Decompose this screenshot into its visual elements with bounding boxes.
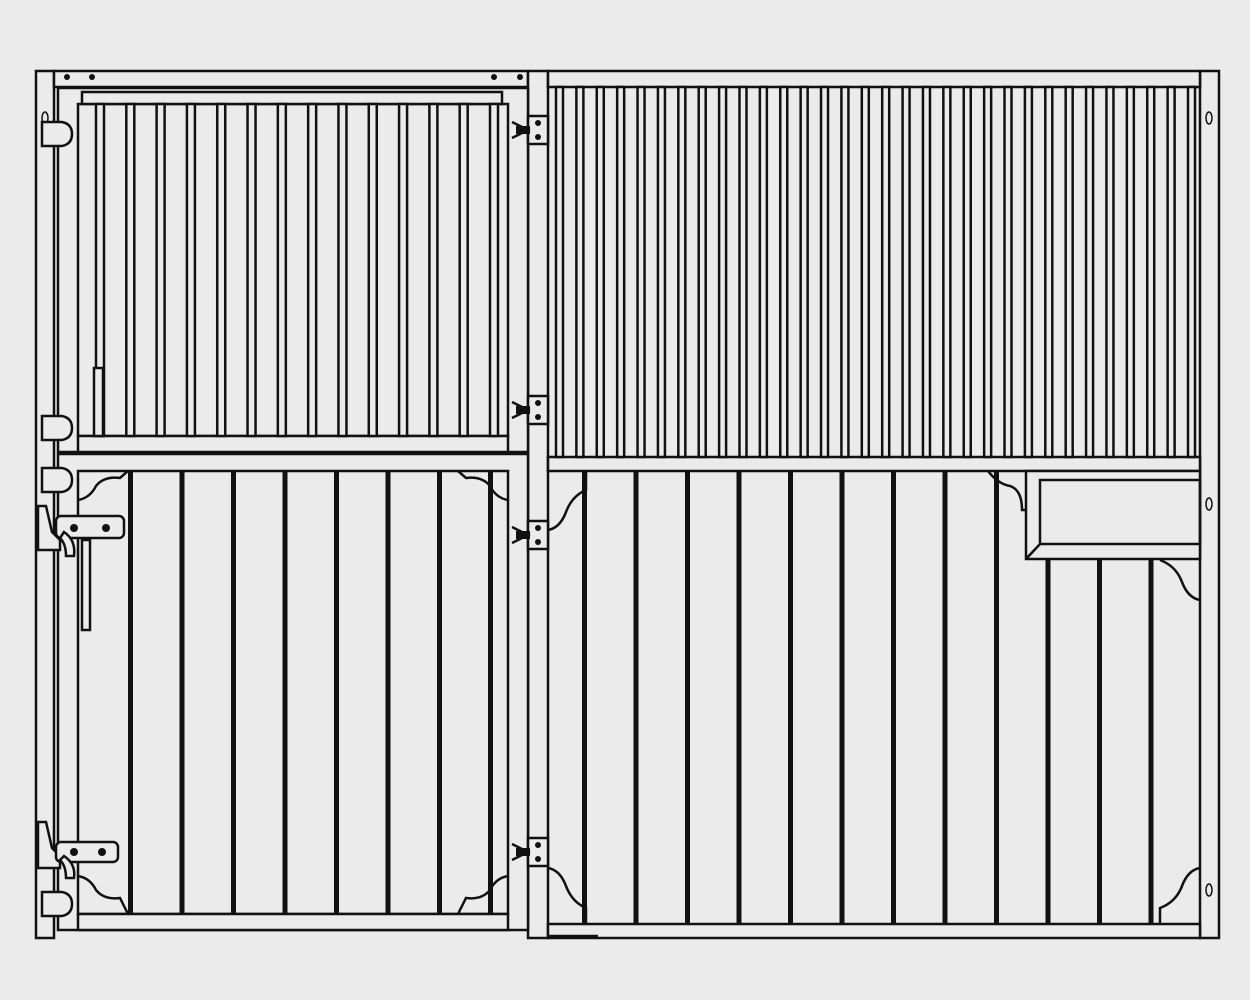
side-grille-bar: [697, 85, 707, 459]
door-board-bar: [385, 471, 391, 914]
side-grille-bar: [962, 85, 972, 459]
hinge-bolt: [535, 400, 541, 406]
side-grille-bar: [615, 85, 626, 459]
door-grille-bar: [458, 102, 469, 438]
door-grille-bar: [155, 102, 166, 438]
hinge-pin: [516, 531, 530, 539]
side-panel-upper-grille: [554, 85, 1197, 459]
door-board-bar: [128, 471, 133, 914]
hinge: [511, 394, 550, 426]
side-grille-bar: [1166, 85, 1176, 459]
side-grille-bar: [1084, 85, 1095, 459]
side-board-bar: [1097, 559, 1102, 924]
side-grille-bar: [1023, 85, 1034, 459]
hinge-bolt: [535, 856, 541, 862]
side-panel-frame: [546, 69, 1202, 940]
door-grille-bar: [367, 102, 379, 438]
side-board-bar: [942, 471, 948, 924]
side-grille-bar: [554, 85, 565, 459]
side-grille-bar: [921, 85, 932, 459]
hinge-bolt: [535, 134, 541, 140]
hinge-pin: [516, 406, 530, 414]
side-panel-lower-boards: [582, 471, 1154, 924]
left-post: [34, 69, 56, 940]
side-board-bar: [736, 471, 742, 924]
side-grille-bar: [595, 85, 606, 459]
hinge-bolt: [535, 120, 541, 126]
left-post-knuckles: [40, 120, 74, 918]
hinge: [511, 519, 550, 551]
side-grille-bar: [1145, 85, 1156, 459]
door-board-bar: [488, 471, 493, 914]
side-grille-bar: [942, 85, 952, 459]
hinge-bolt: [535, 525, 541, 531]
hinge-pin: [516, 126, 530, 134]
side-board-bar: [788, 471, 793, 924]
side-grille-bar: [1186, 85, 1197, 459]
door-grille-bar: [215, 102, 227, 438]
side-grille-bar: [779, 85, 789, 459]
door-lower-boards: [128, 471, 493, 914]
side-grille-bar: [860, 85, 871, 459]
side-board-bar: [839, 471, 845, 924]
side-grille-bar: [880, 85, 891, 459]
hinge-bolt: [535, 414, 541, 420]
side-board-bar: [1148, 559, 1154, 924]
door-board-bar: [437, 471, 442, 914]
door-grille-bar: [488, 102, 500, 438]
door-frame-top-rail: [52, 69, 530, 89]
door-board-bar: [231, 471, 236, 914]
door-grille-bar: [306, 102, 318, 438]
door-grille-bar: [246, 102, 257, 438]
side-grille-bar: [1003, 85, 1013, 459]
door-board-bar: [334, 471, 339, 914]
side-board-bar: [1045, 559, 1051, 924]
side-board-bar: [891, 471, 896, 924]
side-board-bar: [994, 471, 999, 924]
hinge-pin: [516, 848, 530, 856]
door-grille-bar: [397, 102, 409, 438]
door-grille-bar: [428, 102, 439, 438]
side-board-bar: [685, 471, 690, 924]
side-board-bar: [582, 471, 587, 924]
door-grille-bar: [125, 102, 136, 438]
right-post: [1198, 69, 1221, 940]
door-grille-bar: [185, 102, 197, 438]
door-board-bar: [282, 471, 288, 914]
side-grille-bar: [1064, 85, 1074, 459]
hinge-bolt: [535, 539, 541, 545]
door-latch-lower: [36, 820, 120, 880]
side-grille-bar: [819, 85, 830, 459]
side-panel-gussets: [547, 470, 1201, 924]
side-grille-bar: [840, 85, 850, 459]
door-board-bar: [179, 471, 185, 914]
hinge-bolt: [535, 842, 541, 848]
side-grille-bar: [901, 85, 911, 459]
side-grille-bar: [738, 85, 748, 459]
center-post: [526, 69, 550, 940]
side-grille-bar: [575, 85, 585, 459]
side-grille-bar: [1105, 85, 1115, 459]
door-grille-bar: [276, 102, 288, 438]
side-grille-bar: [758, 85, 769, 459]
side-grille-bar: [1125, 85, 1136, 459]
side-grille-bar: [982, 85, 993, 459]
side-grille-bar: [656, 85, 667, 459]
dutch-door: [56, 86, 530, 932]
side-grille-bar: [677, 85, 687, 459]
hinge: [511, 836, 550, 868]
side-grille-bar: [717, 85, 728, 459]
door-latch-upper: [36, 504, 126, 558]
side-grille-bar: [799, 85, 809, 459]
door-hinges: [511, 114, 550, 868]
door-grille-bar: [337, 102, 348, 438]
hinge: [511, 114, 550, 146]
feeder-window: [1024, 469, 1202, 561]
side-grille-bar: [636, 85, 646, 459]
side-board-bar: [633, 471, 639, 924]
side-grille-bar: [1044, 85, 1054, 459]
